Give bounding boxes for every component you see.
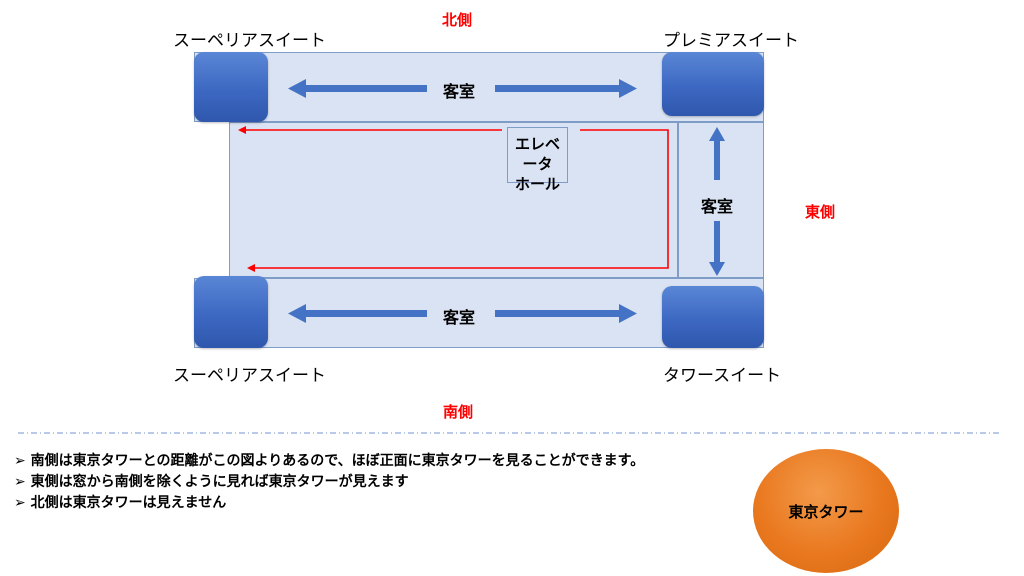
corridor	[229, 122, 678, 278]
elevator-hall-line2: ホール	[514, 175, 560, 193]
elevator-hall: エレベータ ホール	[507, 127, 568, 193]
suite-label-bottom-left: スーペリアスイート	[173, 366, 326, 386]
bullet-arrow-icon: ➢	[14, 495, 26, 511]
room-bottom-label: 客室	[443, 308, 476, 327]
suite-label-top-right: プレミアスイート	[663, 31, 799, 51]
bullet-arrow-icon: ➢	[14, 474, 26, 490]
east-label: 東側	[805, 203, 836, 221]
room-bottom-arrow	[288, 304, 637, 323]
suite-top-left	[194, 52, 268, 122]
south-label: 南側	[443, 403, 474, 421]
note-text: 東側は窓から南側を除くように見れば東京タワーが見えます	[30, 474, 409, 490]
note-text: 南側は東京タワーとの距離がこの図よりあるので、ほぼ正面に東京タワーを見ることがで…	[30, 453, 645, 469]
tokyo-tower-label: 東京タワー	[788, 502, 864, 521]
suite-bottom-right	[662, 286, 764, 348]
tokyo-tower-circle: 東京タワー	[753, 449, 899, 573]
elevator-hall-line1: エレベータ	[514, 135, 560, 173]
suite-label-bottom-right: タワースイート	[663, 366, 782, 386]
room-right-label: 客室	[701, 197, 734, 216]
bullet-arrow-icon: ➢	[14, 453, 26, 469]
note-item: ➢ 北側は東京タワーは見えません	[14, 493, 644, 514]
north-label: 北側	[442, 11, 473, 29]
suite-top-right	[662, 52, 764, 116]
suite-label-top-left: スーペリアスイート	[173, 31, 326, 51]
note-item: ➢ 東側は窓から南側を除くように見れば東京タワーが見えます	[14, 472, 644, 493]
room-top-label: 客室	[443, 82, 476, 101]
corridor-path	[238, 126, 669, 272]
note-item: ➢ 南側は東京タワーとの距離がこの図よりあるので、ほぼ正面に東京タワーを見ること…	[14, 451, 644, 472]
note-text: 北側は東京タワーは見えません	[30, 495, 227, 511]
room-right	[678, 122, 764, 278]
room-top-arrow	[288, 79, 637, 98]
room-right-arrow	[709, 127, 725, 276]
notes-list: ➢ 南側は東京タワーとの距離がこの図よりあるので、ほぼ正面に東京タワーを見ること…	[14, 451, 644, 514]
suite-bottom-left	[194, 276, 268, 348]
